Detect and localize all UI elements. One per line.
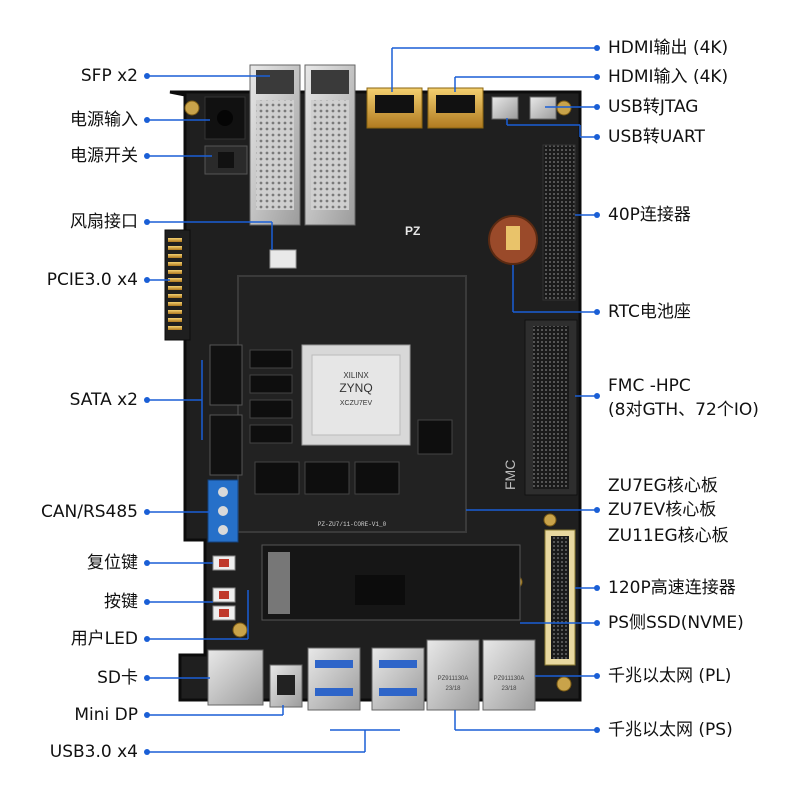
connector-120p	[544, 529, 576, 666]
header-40p	[542, 144, 576, 301]
leader-lines	[144, 45, 600, 755]
label-pcie: PCIE3.0 x4	[46, 270, 138, 290]
rj45-ports	[426, 639, 536, 711]
reset-button	[212, 555, 236, 571]
usb3-ports	[307, 647, 425, 711]
power-jack	[204, 96, 246, 140]
label-keys: 按键	[104, 592, 138, 612]
core-module	[237, 275, 467, 533]
label-eth-ps: 千兆以太网 (PS)	[608, 720, 733, 740]
label-power-sw: 电源开关	[70, 146, 138, 166]
sd-slot	[207, 649, 264, 706]
fmc-connector	[524, 319, 578, 496]
label-fmc-desc: (8对GTH、72个IO)	[608, 400, 759, 420]
brand-logo: PZ	[405, 224, 420, 238]
label-usb-jtag: USB转JTAG	[608, 97, 699, 117]
label-eth-pl: 千兆以太网 (PL)	[608, 666, 732, 686]
chip-brand: XILINX	[343, 371, 369, 380]
label-120p: 120P高速连接器	[608, 578, 736, 598]
label-usb3: USB3.0 x4	[49, 742, 138, 762]
rj45-label-1: PZ911130A	[438, 676, 469, 682]
nvme-ssd	[261, 544, 521, 621]
fan-connector	[269, 249, 297, 269]
label-minidp: Mini DP	[74, 705, 138, 725]
label-hdmi-out: HDMI输出 (4K)	[608, 38, 729, 58]
chip-part: XCZU7EV	[340, 400, 373, 407]
rj45-label-2: PZ911130A	[494, 676, 525, 682]
user-buttons	[212, 587, 236, 621]
label-fan: 风扇接口	[70, 212, 138, 232]
chip-family: ZYNQ	[339, 381, 372, 395]
core-module-label: PZ-ZU7/11-CORE-V1_0	[318, 521, 387, 528]
label-sata: SATA x2	[69, 390, 138, 410]
label-rtc: RTC电池座	[608, 302, 691, 322]
hdmi-ports	[366, 87, 484, 129]
label-zu7eg: ZU7EG核心板	[608, 476, 718, 496]
label-reset: 复位键	[87, 553, 138, 573]
label-ssd: PS侧SSD(NVME)	[608, 613, 744, 633]
rj45-date-1: 23/18	[445, 686, 461, 692]
sfp-cages	[249, 64, 356, 226]
label-usb-uart: USB转UART	[608, 127, 705, 147]
micro-usb-ports	[491, 96, 557, 120]
sata-ports	[209, 344, 243, 476]
label-40p: 40P连接器	[608, 205, 691, 225]
fmc-mark: FMC	[502, 460, 518, 490]
label-sfp: SFP x2	[80, 66, 138, 86]
label-power-in: 电源输入	[70, 110, 138, 130]
can-terminals	[207, 479, 239, 543]
power-switch	[204, 145, 248, 175]
label-zu11eg: ZU11EG核心板	[608, 526, 729, 546]
label-sd: SD卡	[97, 668, 138, 688]
label-led: 用户LED	[70, 629, 138, 649]
mini-dp	[269, 664, 303, 708]
label-can: CAN/RS485	[41, 502, 138, 522]
rj45-date-2: 23/18	[501, 686, 517, 692]
label-zu7ev: ZU7EV核心板	[608, 500, 717, 520]
label-fmc: FMC -HPC	[608, 376, 691, 396]
rtc-battery	[488, 215, 538, 265]
label-hdmi-in: HDMI输入 (4K)	[608, 67, 729, 87]
